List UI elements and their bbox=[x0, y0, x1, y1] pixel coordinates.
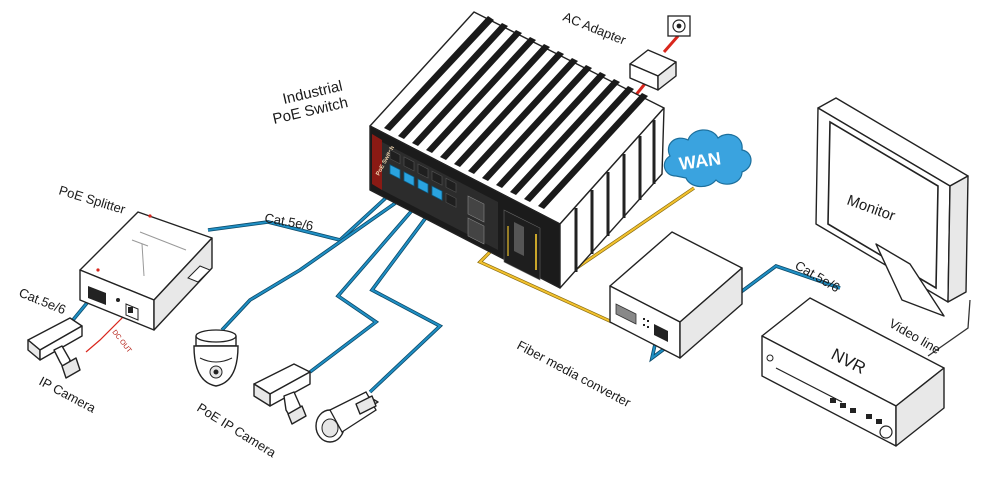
heatsink-fins bbox=[384, 16, 648, 209]
ip-camera-label: IP Camera bbox=[37, 373, 99, 416]
dome-camera-icon bbox=[193, 329, 239, 387]
cat-nvr-label: Cat.5e/6 bbox=[793, 258, 843, 296]
side-fins bbox=[574, 120, 656, 272]
utp-cable-switch-box-inner bbox=[309, 191, 429, 373]
video-line-cable bbox=[927, 299, 971, 357]
dc-out-cable bbox=[85, 311, 129, 353]
utp-cable-switch-dome-inner bbox=[221, 189, 415, 331]
monitor-icon: Monitor bbox=[815, 97, 969, 317]
ac-adapter-icon bbox=[629, 49, 677, 91]
poe-splitter-label: PoE Splitter bbox=[57, 183, 128, 218]
industrial-poe-switch-icon: PoE Switch bbox=[369, 11, 665, 289]
utp-cable-switch-splitter-inner bbox=[207, 182, 403, 242]
nvr-recorder-icon: NVR bbox=[761, 297, 945, 447]
poe-splitter-icon bbox=[79, 211, 213, 331]
cat-splitter-label: Cat.5e/6 bbox=[263, 210, 314, 233]
rj45-ports bbox=[389, 149, 457, 208]
box-camera-icon bbox=[253, 363, 311, 425]
cat-camera-label: Cat.5e/6 bbox=[17, 285, 68, 317]
dc-out-label: DC OUT bbox=[110, 329, 132, 355]
cloud-icon: WAN bbox=[663, 129, 752, 188]
utp-cable-switch-bullet-inner bbox=[369, 195, 443, 393]
fiber-converter-label: Fiber media converter bbox=[515, 337, 634, 410]
wall-outlet-icon bbox=[667, 15, 691, 37]
poe-ip-camera-label: PoE IP Camera bbox=[194, 400, 279, 461]
bullet-camera-icon bbox=[27, 317, 83, 379]
utp-cable-switch-box bbox=[308, 190, 430, 374]
ac-adapter-label: AC Adapter bbox=[561, 9, 629, 48]
sfp-slots bbox=[467, 195, 485, 245]
bullet-camera-icon bbox=[315, 391, 379, 443]
fiber-media-converter-icon bbox=[609, 231, 743, 359]
power-cable-outlet-adapter bbox=[662, 35, 680, 53]
